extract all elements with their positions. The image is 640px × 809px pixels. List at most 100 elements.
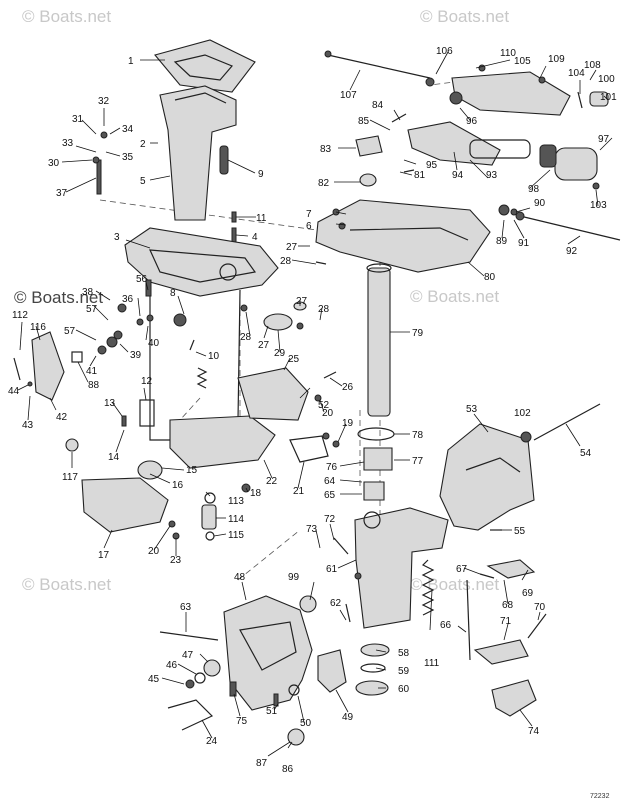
callout-15: 15 <box>186 465 198 476</box>
callout-110: 110 <box>500 48 516 59</box>
callout-27b: 27 <box>296 296 308 307</box>
callout-48: 48 <box>234 572 246 583</box>
callout-11: 11 <box>256 213 267 224</box>
callout-109: 109 <box>548 54 565 65</box>
callout-19: 19 <box>342 418 354 429</box>
watermark: © Boats.net <box>410 287 499 306</box>
callout-103: 103 <box>590 200 607 211</box>
callout-24: 24 <box>206 736 218 747</box>
callout-39: 39 <box>130 350 142 361</box>
callout-81: 81 <box>414 170 426 181</box>
callout-70: 70 <box>534 602 546 613</box>
callout-91: 91 <box>518 238 530 249</box>
parts-artwork <box>13 39 621 746</box>
callout-37: 37 <box>56 188 68 199</box>
callout-69: 69 <box>522 588 534 599</box>
callout-54: 54 <box>580 448 592 459</box>
callout-2: 2 <box>140 139 146 150</box>
callout-32: 32 <box>98 96 110 107</box>
callout-12: 12 <box>141 376 153 387</box>
callout-46: 46 <box>166 660 178 671</box>
callout-87: 87 <box>256 758 268 769</box>
callout-16: 16 <box>172 480 184 491</box>
callout-59: 59 <box>398 666 410 677</box>
callout-93: 93 <box>486 170 498 181</box>
callout-95: 95 <box>426 160 438 171</box>
callout-20b: 20 <box>148 546 160 557</box>
callout-36: 36 <box>122 294 134 305</box>
callout-50: 50 <box>300 718 312 729</box>
callout-64: 64 <box>324 476 336 487</box>
callout-33: 33 <box>62 138 74 149</box>
callout-27a: 27 <box>286 242 298 253</box>
callout-28c: 28 <box>240 332 252 343</box>
callout-56: 56 <box>136 274 148 285</box>
callout-18: 18 <box>250 488 262 499</box>
callout-96: 96 <box>466 116 478 127</box>
callout-88: 88 <box>88 380 100 391</box>
callout-3: 3 <box>114 232 120 243</box>
callout-104: 104 <box>568 68 585 79</box>
callout-112: 112 <box>12 310 28 321</box>
callout-28a: 28 <box>280 256 292 267</box>
callout-66: 66 <box>440 620 452 631</box>
watermark: © Boats.net <box>420 7 509 26</box>
callout-77: 77 <box>412 456 424 467</box>
callout-63: 63 <box>180 602 192 613</box>
callout-8: 8 <box>170 288 176 299</box>
leader-lines <box>17 51 613 757</box>
callout-62: 62 <box>330 598 342 609</box>
callout-57a: 57 <box>86 304 98 315</box>
watermark: © Boats.net <box>14 288 103 307</box>
callout-40: 40 <box>148 338 160 349</box>
callout-58: 58 <box>398 648 410 659</box>
callout-52: 52 <box>318 400 330 411</box>
watermark-layer: © Boats.net © Boats.net © Boats.net © Bo… <box>14 7 509 594</box>
callout-84: 84 <box>372 100 384 111</box>
callout-101: 101 <box>600 92 617 103</box>
callout-92: 92 <box>566 246 578 257</box>
callout-7: 7 <box>306 209 312 220</box>
callout-113: 113 <box>228 496 244 507</box>
callout-30: 30 <box>48 158 60 169</box>
callout-89: 89 <box>496 236 508 247</box>
callout-72: 72 <box>324 514 336 525</box>
callout-107: 107 <box>340 90 357 101</box>
callout-86: 86 <box>282 764 294 775</box>
callout-73: 73 <box>306 524 318 535</box>
callout-labels: 1 2 3 4 5 6 7 8 9 10 11 12 13 14 15 16 1… <box>8 46 617 775</box>
callout-17: 17 <box>98 550 110 561</box>
callout-51: 51 <box>266 706 278 717</box>
callout-53: 53 <box>466 404 478 415</box>
callout-5: 5 <box>140 176 146 187</box>
callout-27c: 27 <box>258 340 270 351</box>
callout-29: 29 <box>274 348 286 359</box>
callout-90: 90 <box>534 198 546 209</box>
callout-44: 44 <box>8 386 20 397</box>
callout-82: 82 <box>318 178 330 189</box>
callout-57b: 57 <box>64 326 76 337</box>
callout-79: 79 <box>412 328 424 339</box>
callout-23: 23 <box>170 555 182 566</box>
callout-71: 71 <box>500 616 512 627</box>
callout-100: 100 <box>598 74 615 85</box>
callout-117: 117 <box>62 472 78 483</box>
callout-74: 74 <box>528 726 540 737</box>
callout-115: 115 <box>228 530 244 541</box>
callout-26: 26 <box>342 382 354 393</box>
callout-61: 61 <box>326 564 338 575</box>
callout-1: 1 <box>128 56 134 67</box>
callout-49: 49 <box>342 712 354 723</box>
callout-76: 76 <box>326 462 338 473</box>
callout-34: 34 <box>122 124 134 135</box>
callout-25: 25 <box>288 354 300 365</box>
drawing-code: 72232 <box>590 793 610 800</box>
callout-45: 45 <box>148 674 160 685</box>
callout-105: 105 <box>514 56 531 67</box>
callout-20a: 20 <box>322 408 334 419</box>
callout-6: 6 <box>306 221 312 232</box>
callout-41: 41 <box>86 366 98 377</box>
callout-114: 114 <box>228 514 244 525</box>
callout-102: 102 <box>514 408 531 419</box>
